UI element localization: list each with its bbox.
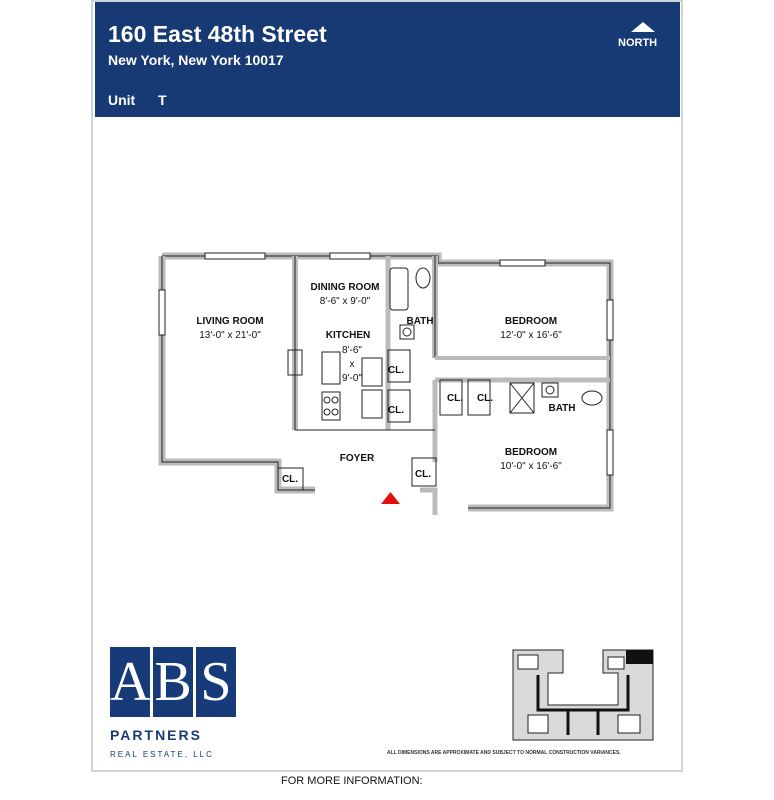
bedroom2-dims: 10'-0" x 16'-6" bbox=[500, 461, 562, 472]
logo-letter-a: A bbox=[110, 647, 150, 717]
logo-tagline: REAL ESTATE, LLC bbox=[110, 750, 214, 759]
closet-label-5: CL. bbox=[415, 469, 431, 480]
floor-plan: LIVING ROOM 13'-0" x 21'-0" DINING ROOM … bbox=[158, 252, 614, 515]
bedroom1-dims: 12'-0" x 16'-6" bbox=[500, 330, 562, 341]
bath1-label: BATH bbox=[406, 316, 433, 327]
living-room-dims: 13'-0" x 21'-0" bbox=[199, 330, 261, 341]
foyer-label: FOYER bbox=[340, 453, 375, 464]
north-arrow-icon bbox=[631, 22, 655, 32]
closet-label-3: CL. bbox=[447, 393, 463, 404]
unit-value: T bbox=[158, 92, 167, 108]
bedroom2-label: BEDROOM bbox=[505, 447, 557, 458]
unit-highlight bbox=[626, 650, 653, 664]
unit-label: Unit bbox=[108, 92, 136, 108]
header-banner: 160 East 48th Street New York, New York … bbox=[95, 2, 680, 117]
kitchen-dim1: 8'-6" bbox=[342, 345, 362, 356]
address-line2: New York, New York 10017 bbox=[108, 52, 284, 68]
address-line1: 160 East 48th Street bbox=[108, 21, 327, 47]
dining-room-label: DINING ROOM bbox=[311, 282, 380, 293]
closet-label-4: CL. bbox=[477, 393, 493, 404]
kitchen-dim2: x bbox=[350, 359, 355, 370]
bedroom1-label: BEDROOM bbox=[505, 316, 557, 327]
north-label: NORTH bbox=[618, 37, 658, 49]
logo-letter-s: S bbox=[196, 647, 236, 717]
closet-label-1: CL. bbox=[388, 365, 404, 376]
entry-marker-icon bbox=[381, 492, 400, 504]
logo-partners-text: PARTNERS bbox=[110, 727, 202, 743]
dining-room-dims: 8'-6" x 9'-0" bbox=[320, 296, 371, 307]
footer-info-label: FOR MORE INFORMATION: bbox=[281, 775, 423, 787]
kitchen-dim3: 9'-0" bbox=[342, 373, 362, 384]
logo-letter-b: B bbox=[153, 647, 193, 717]
abs-logo: A B S bbox=[110, 647, 236, 717]
kitchen-label: KITCHEN bbox=[326, 330, 370, 341]
closet-label-6: CL. bbox=[282, 474, 298, 485]
disclaimer-text: ALL DIMENSIONS ARE APPROXIMATE AND SUBJE… bbox=[387, 750, 621, 756]
living-room-label: LIVING ROOM bbox=[196, 316, 263, 327]
bath2-label: BATH bbox=[548, 403, 575, 414]
building-key-plan bbox=[512, 649, 654, 741]
closet-label-2: CL. bbox=[388, 405, 404, 416]
